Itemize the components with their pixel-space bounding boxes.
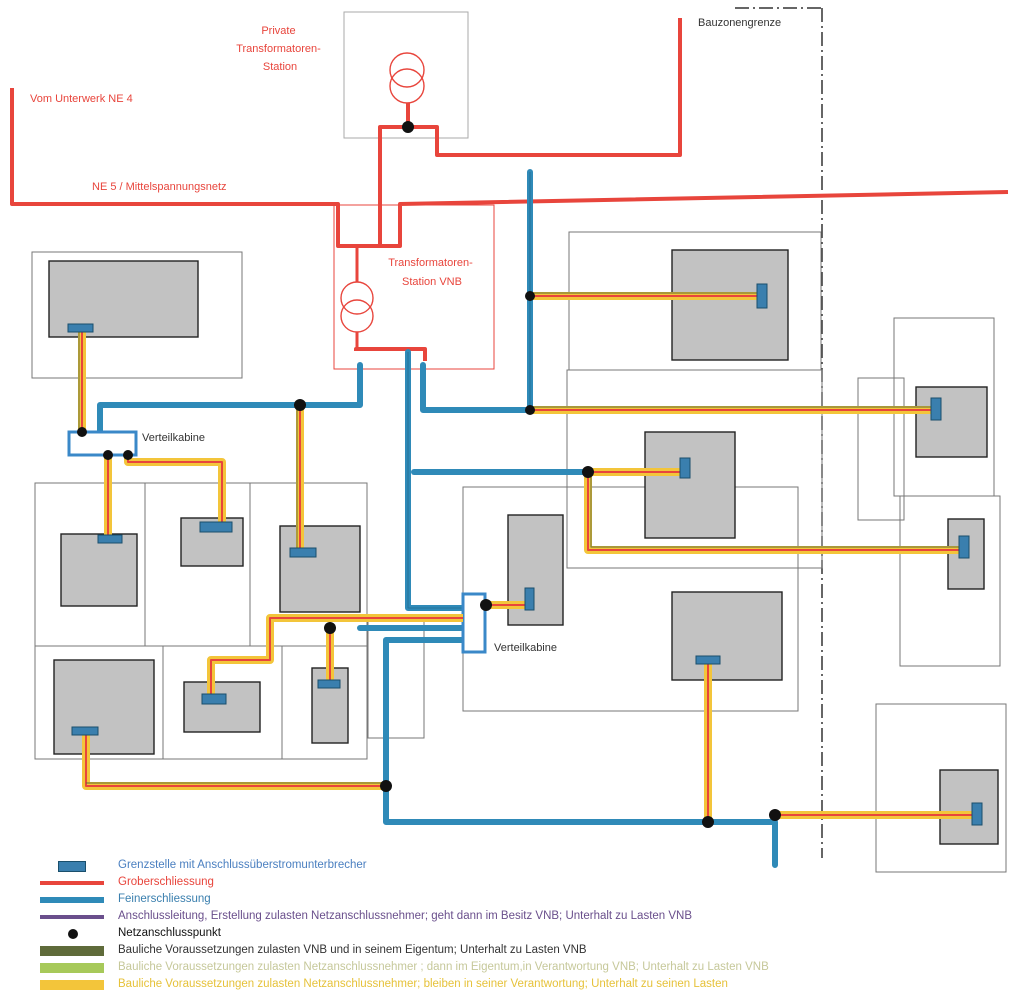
legend-text-bau-yellow: Bauliche Voraussetzungen zulasten Netzan…: [118, 978, 728, 990]
legend-row-grob: Groberschliessung: [40, 875, 1000, 892]
legend-row-fein: Feinerschliessung: [40, 892, 1000, 909]
vnb-station-box: [333, 204, 495, 370]
anschluss-swatch: [40, 911, 104, 923]
legend: Grenzstelle mit Anschlussüberstromunterb…: [40, 858, 1000, 994]
vnb-station-label: Transformatoren- Station VNB: [388, 257, 476, 288]
bau-green-swatch: [40, 962, 104, 974]
grob-swatch: [40, 877, 104, 889]
legend-text-bau-vnb: Bauliche Voraussetzungen zulasten VNB un…: [118, 944, 587, 956]
parcel-outlines: [31, 231, 1007, 873]
vnb-transformer-icon: [340, 281, 374, 333]
anschluss-cables: [78, 292, 978, 822]
legend-row-punkt: Netzanschlusspunkt: [40, 926, 1000, 943]
fein-swatch: [40, 894, 104, 906]
grenzstelle-swatch: [40, 860, 104, 872]
legend-row-anschluss: Anschlussleitung, Erstellung zulasten Ne…: [40, 909, 1000, 926]
verteilkabine-2: [461, 592, 487, 654]
verteilkabine-1: [67, 430, 138, 457]
legend-text-punkt: Netzanschlusspunkt: [118, 927, 221, 939]
legend-row-bau-yellow: Bauliche Voraussetzungen zulasten Netzan…: [40, 977, 1000, 994]
bau-yellow-swatch: [40, 979, 104, 991]
legend-text-fein: Feinerschliessung: [118, 893, 211, 905]
verteilkabine-1-label: Verteilkabine: [142, 432, 205, 444]
bauzonengrenze-label: Bauzonengrenze: [698, 17, 781, 29]
legend-row-grenzstelle: Grenzstelle mit Anschlussüberstromunterb…: [40, 858, 1000, 875]
grenzstellen: [67, 283, 983, 826]
ne5-label: NE 5 / Mittelspannungsnetz: [92, 181, 227, 193]
legend-row-bau-green: Bauliche Voraussetzungen zulasten Netzan…: [40, 960, 1000, 977]
bau-vnb-swatch: [40, 945, 104, 957]
private-station-box: [343, 11, 469, 139]
punkt-swatch: [40, 928, 104, 940]
private-transformer-icon: [389, 52, 425, 104]
vom-unterwerk-label: Vom Unterwerk NE 4: [30, 93, 133, 105]
private-station-label: Private Transformatoren- Station: [236, 25, 324, 73]
verteilkabine-2-label: Verteilkabine: [494, 642, 557, 654]
legend-text-grob: Groberschliessung: [118, 876, 214, 888]
netzanschlusspunkte: [77, 121, 781, 828]
legend-text-bau-green: Bauliche Voraussetzungen zulasten Netzan…: [118, 961, 769, 973]
buildings: [48, 249, 999, 845]
legend-text-grenzstelle: Grenzstelle mit Anschlussüberstromunterb…: [118, 859, 367, 871]
legend-text-anschluss: Anschlussleitung, Erstellung zulasten Ne…: [118, 910, 693, 922]
legend-row-bau-vnb: Bauliche Voraussetzungen zulasten VNB un…: [40, 943, 1000, 960]
